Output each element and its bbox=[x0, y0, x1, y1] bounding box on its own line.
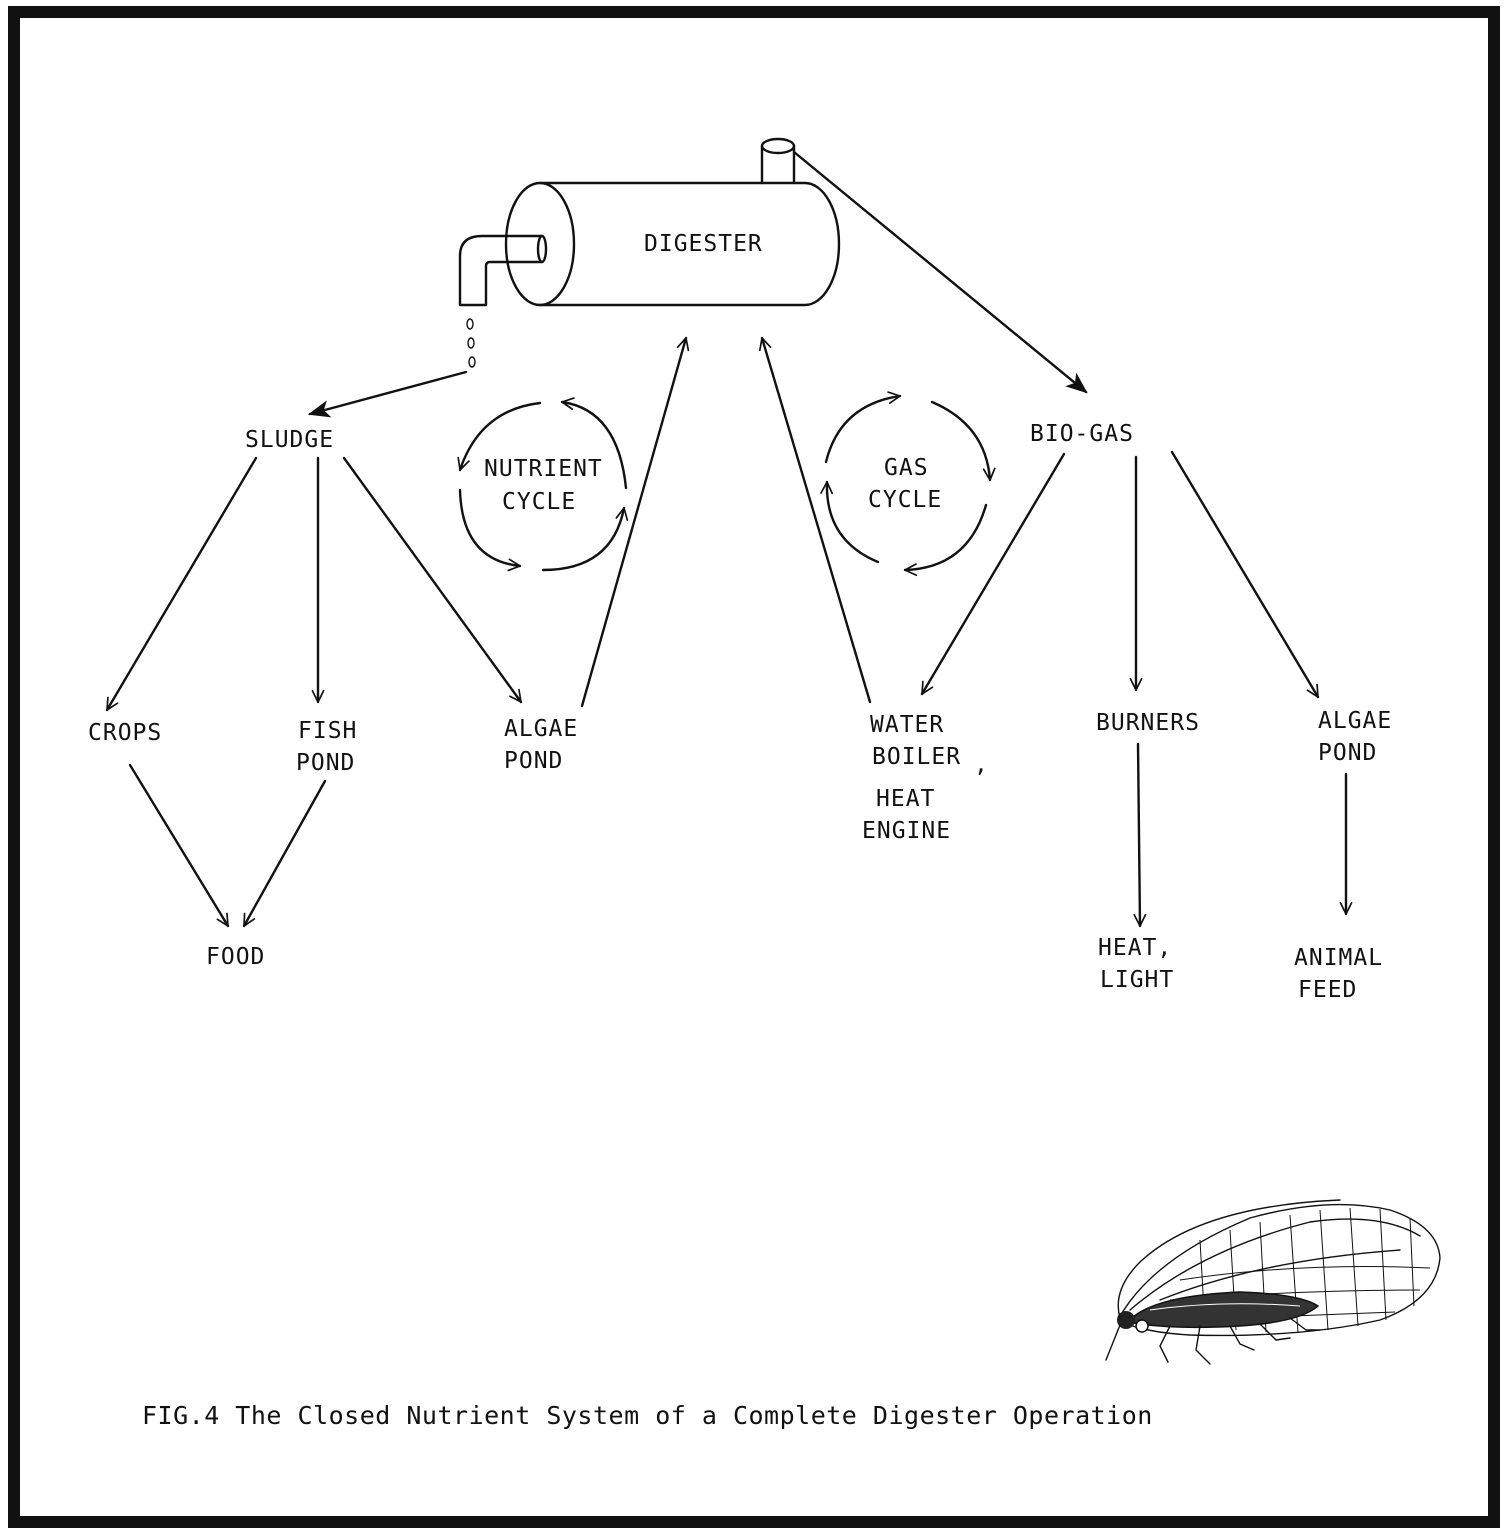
gas-cycle-label-line2: CYCLE bbox=[868, 487, 942, 513]
algae-pond-left-label-line1: ALGAE bbox=[504, 716, 578, 742]
frame-border bbox=[8, 6, 1500, 1528]
arrow-sludge-to-algae-pond bbox=[342, 456, 523, 704]
nutrient-cycle-label-line2: CYCLE bbox=[502, 489, 576, 515]
digester-tank bbox=[458, 137, 841, 368]
arrow-drip-to-sludge bbox=[307, 370, 468, 418]
arrow-algae-pond-to-digester bbox=[580, 336, 690, 708]
gas-cycle-label-line1: GAS bbox=[884, 455, 929, 481]
fish-pond-label-line1: FISH bbox=[298, 718, 357, 744]
algae-pond-left-label-line2: POND bbox=[504, 748, 563, 774]
arrow-crops-to-food bbox=[128, 763, 230, 928]
arrow-fish-pond-to-food bbox=[242, 779, 327, 928]
arrow-biogas-to-water-boiler bbox=[920, 452, 1066, 696]
arrow-water-boiler-to-digester bbox=[758, 336, 872, 704]
crops-label: CROPS bbox=[88, 720, 162, 746]
animal-feed-label-line2: FEED bbox=[1298, 977, 1357, 1003]
water-boiler-label-line3: HEAT bbox=[876, 786, 935, 812]
heat-light-label-line2: LIGHT bbox=[1100, 967, 1174, 993]
algae-pond-right-label-line1: ALGAE bbox=[1318, 708, 1392, 734]
food-label: FOOD bbox=[206, 944, 265, 970]
lacewing-illustration bbox=[1105, 1199, 1441, 1365]
arrow-burners-to-heat-light bbox=[1133, 742, 1147, 928]
biogas-label: BIO-GAS bbox=[1030, 421, 1134, 447]
burners-label: BURNERS bbox=[1096, 710, 1200, 736]
water-boiler-label-line1: WATER bbox=[870, 712, 944, 738]
arrow-biogas-to-algae-pond bbox=[1170, 450, 1320, 699]
digester-label: DIGESTER bbox=[644, 231, 763, 257]
water-boiler-label-comma: , bbox=[974, 752, 989, 778]
arrow-pipe-to-biogas bbox=[792, 150, 1088, 394]
figure-caption: FIG.4 The Closed Nutrient System of a Co… bbox=[142, 1401, 1153, 1430]
arrow-sludge-to-crops bbox=[105, 456, 258, 712]
animal-feed-label-line1: ANIMAL bbox=[1294, 945, 1383, 971]
water-boiler-label-line4: ENGINE bbox=[862, 818, 951, 844]
nutrient-cycle-label-line1: NUTRIENT bbox=[484, 456, 603, 482]
gas-cycle-arrows bbox=[820, 391, 996, 577]
water-boiler-label-line2: BOILER bbox=[872, 744, 961, 770]
sludge-label: SLUDGE bbox=[245, 427, 334, 453]
algae-pond-right-label-line2: POND bbox=[1318, 740, 1377, 766]
nutrient-cycle-arrows bbox=[457, 397, 629, 572]
fish-pond-label-line2: POND bbox=[296, 750, 355, 776]
heat-light-label-line1: HEAT, bbox=[1098, 935, 1172, 961]
